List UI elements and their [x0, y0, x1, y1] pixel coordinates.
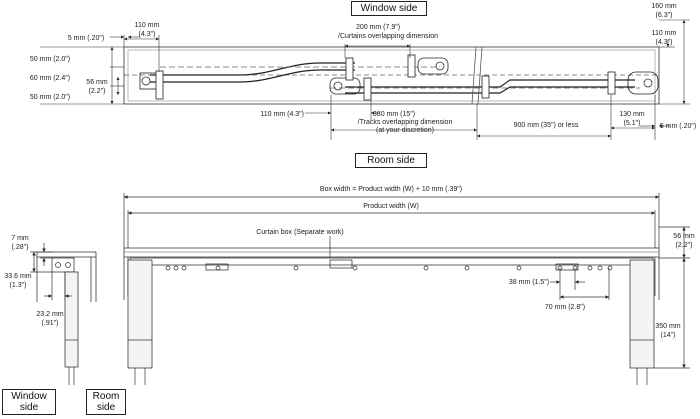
room-side-bottom-l2: side — [96, 402, 116, 413]
dim-56-in: (2.2") — [89, 88, 106, 95]
dim-130: 130 mm — [619, 111, 644, 118]
side-motor — [64, 271, 79, 368]
dim-50-a: 50 mm (2.0") — [30, 56, 70, 63]
box-width-label: Box width = Product width (W) + 10 mm (.… — [320, 186, 462, 193]
side-box-top — [36, 251, 97, 258]
right-track-lower — [345, 86, 635, 94]
dim-200-sub: /Curtains overlapping dimension — [338, 33, 438, 40]
front-d56: 56 mm — [673, 233, 695, 240]
runners — [165, 265, 613, 271]
dim-60: 60 mm (2.4") — [30, 75, 70, 82]
window-side-top-label: Window side — [351, 1, 427, 16]
dim-380: 380 mm (15") — [373, 111, 415, 118]
side-dim-labels: 7 mm (.28") 33.6 mm (1.3") 23.2 mm (.91"… — [4, 235, 63, 327]
break-mark — [471, 46, 483, 105]
end-bracket-mid-bottom — [329, 57, 372, 101]
window-side-top-text: Window side — [360, 3, 418, 14]
room-side-top-text: Room side — [367, 155, 415, 166]
window-side-bottom-label: Window side — [2, 389, 56, 415]
front-view — [123, 193, 690, 385]
room-side-bottom-l1: Room — [92, 391, 120, 402]
right-motor — [629, 259, 655, 369]
front-dim-labels: Box width = Product width (W) + 10 mm (.… — [256, 186, 695, 339]
curtain-box-label: Curtain box (Separate work) — [256, 229, 344, 236]
dim-160: 160 mm — [651, 3, 676, 10]
dim-56: 56 mm — [86, 79, 108, 86]
dim-110-a: 110 mm — [135, 22, 160, 29]
plan-dimensions — [40, 19, 690, 140]
plan-view — [123, 46, 660, 105]
plan-box-inner — [127, 49, 656, 102]
left-track-upper — [150, 62, 355, 76]
end-bracket-left — [139, 70, 164, 100]
end-bracket-mid-top — [407, 54, 449, 78]
side-d33-in: (1.3") — [10, 282, 27, 289]
right-track-upper — [345, 79, 635, 88]
dim-110-b: 110 mm — [652, 30, 677, 37]
dim-130-in: (5.1") — [624, 120, 641, 127]
front-d56-in: (2.2") — [676, 242, 693, 249]
left-motor — [127, 259, 153, 369]
end-bracket-right — [607, 71, 659, 95]
dim-200: 200 mm (7.9") — [356, 24, 400, 31]
dim-50-b: 50 mm (2.0") — [30, 94, 70, 101]
window-side-bottom-l1: Window — [11, 391, 47, 402]
dim-380-sub2: (at your discretion) — [376, 127, 434, 134]
side-d33: 33.6 mm — [4, 273, 31, 280]
plan-dim-labels: 110 mm (4.3") 5 mm (.20") 200 mm (7.9") … — [30, 3, 696, 134]
front-d70: 70 mm (2.8") — [545, 304, 585, 311]
front-d38: 38 mm (1.5") — [509, 279, 549, 286]
dim-900: 900 mm (35") or less — [514, 122, 579, 129]
left-track-lower — [150, 69, 355, 83]
side-d7-in: (.28") — [12, 244, 29, 251]
dim-110-a-in: (4.3") — [139, 31, 156, 38]
dim-110-b-in: (4.3") — [656, 39, 673, 46]
dim-110-c: 110 mm (4.3") — [260, 111, 304, 118]
dim-160-in: (6.3") — [656, 12, 673, 19]
dim-5-b: 5 mm (.20") — [660, 123, 696, 130]
side-d7: 7 mm — [11, 235, 29, 242]
room-side-top-label: Room side — [355, 153, 427, 168]
mid-bracket — [481, 75, 490, 99]
front-d350-in: (14") — [661, 332, 676, 339]
side-d23: 23.2 mm — [36, 311, 63, 318]
front-d350: 350 mm — [655, 323, 680, 330]
window-side-bottom-l2: side — [19, 402, 39, 413]
room-side-bottom-label: Room side — [86, 389, 126, 415]
dim-380-sub1: /Tracks overlapping dimension — [358, 119, 453, 126]
side-view — [30, 243, 97, 385]
product-width-label: Product width (W) — [363, 203, 419, 210]
dim-5-a: 5 mm (.20") — [68, 35, 104, 42]
side-d23-in: (.91") — [42, 320, 59, 327]
curtain-box — [123, 247, 660, 258]
